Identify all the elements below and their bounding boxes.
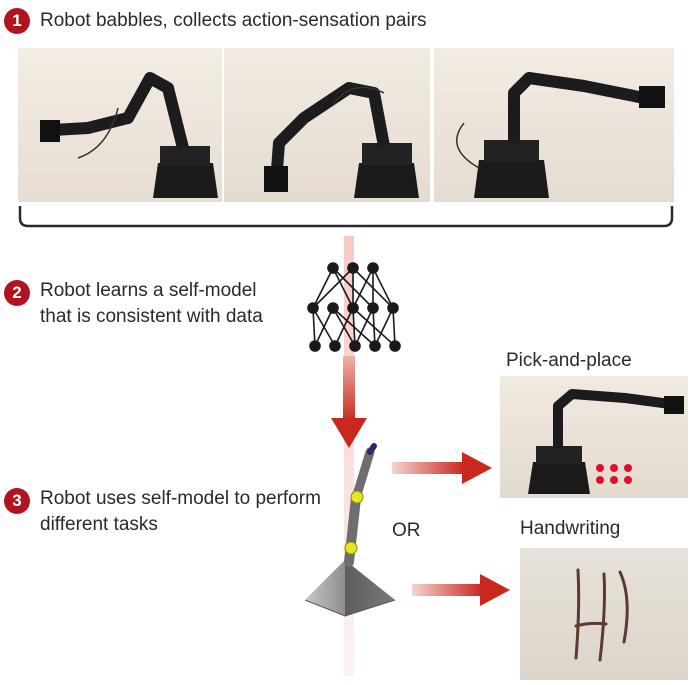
arrow-to-handwriting-icon bbox=[412, 574, 510, 606]
bracket bbox=[18, 206, 674, 228]
down-arrow-icon bbox=[331, 356, 367, 448]
step-1-text: Robot babbles, collects action-sensation… bbox=[40, 10, 427, 31]
handwriting-photo bbox=[520, 548, 688, 680]
step-2-text: Robot learns a self-model that is consis… bbox=[40, 278, 263, 330]
step-2-badge: 2 bbox=[4, 280, 30, 306]
babble-photo-3 bbox=[434, 48, 674, 202]
vertical-guide bbox=[344, 236, 354, 676]
handwriting-label: Handwriting bbox=[520, 518, 621, 539]
step-3-badge: 3 bbox=[4, 488, 30, 514]
step-1-badge: 1 bbox=[4, 8, 30, 34]
step-2-line-1: Robot learns a self-model bbox=[40, 280, 257, 301]
pick-and-place-label: Pick-and-place bbox=[506, 350, 632, 371]
babble-photo-2 bbox=[224, 48, 430, 202]
or-label: OR bbox=[392, 520, 421, 541]
step-3-line-2: different tasks bbox=[40, 514, 158, 535]
babble-photo-1 bbox=[18, 48, 222, 202]
self-model-arm-icon bbox=[304, 443, 396, 617]
step-3-line-1: Robot uses self-model to perform bbox=[40, 488, 321, 509]
step-2-line-2: that is consistent with data bbox=[40, 306, 263, 327]
step-3-text: Robot uses self-model to perform differe… bbox=[40, 486, 321, 538]
neural-network-icon bbox=[307, 262, 401, 352]
pick-and-place-photo bbox=[500, 376, 688, 498]
arrow-to-pick-and-place-icon bbox=[392, 452, 492, 484]
